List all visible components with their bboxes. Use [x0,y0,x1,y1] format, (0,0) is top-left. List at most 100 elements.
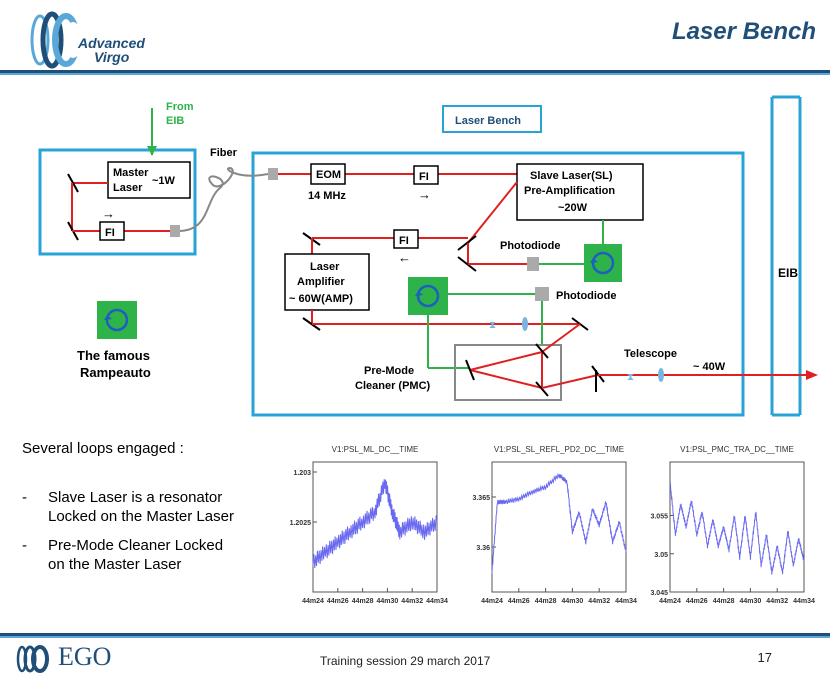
loop-cycle-icon [591,251,615,275]
loop-cycle-icon [416,284,440,308]
x-tick-label: 44m24 [481,598,503,605]
bullet-2-line-1: Pre-Mode Cleaner Locked [48,537,224,554]
plot-pmc-tra: V1:PSL_PMC_TRA_DC__TIME 44m24 44m26 44m28 44… [650,445,815,605]
plot-series-line [491,472,627,574]
logo-text-line2: Virgo [94,49,130,65]
fi-box-master [99,221,125,241]
advanced-virgo-logo: Advanced Virgo [18,8,178,70]
loop-cycle-icon [105,308,129,332]
x-tick-label: 44m34 [426,598,448,605]
slave-laser-label-3: ~20W [558,202,588,214]
bullet-1-line-1: Slave Laser is a resonator [48,489,223,506]
eib-label: EIB [778,266,798,280]
plot-frame [491,461,627,593]
bullet-1-line-2: Locked on the Master Laser [48,508,234,525]
plot-series-line [312,479,438,569]
slave-laser-box [516,163,644,221]
fi-label-eom: FI [419,171,429,183]
bullet-2: -Pre-Mode Cleaner Locked on the Master L… [22,537,224,573]
header-divider [0,70,830,73]
fi-arrow-master-icon: → [102,206,115,221]
fiber-cable [179,166,269,232]
x-tick-label: 44m32 [588,598,610,605]
lens-icon [522,317,528,331]
eom-box [310,163,346,185]
x-tick-label: 44m30 [377,598,399,605]
pmc-box [454,344,562,401]
amplifier-label-3: ~ 60W(AMP) [289,293,353,305]
fi-box-eom [413,165,439,185]
eom-label: EOM [316,169,341,181]
output-power-label: ~ 40W [693,361,726,373]
x-tick-label: 44m28 [535,598,557,605]
rampeauto-box [97,301,137,339]
y-tick-label: 3.365 [472,495,490,502]
fi-arrow-eom-icon: → [418,187,431,202]
x-tick-label: 44m26 [327,598,349,605]
x-tick-label: 44m26 [686,598,708,605]
photodiode-label-1: Photodiode [500,240,561,252]
ego-text: EGO [58,642,112,671]
logo-text: Advanced Virgo [78,36,145,64]
mirror [465,359,475,381]
laser-bench-label-box [442,105,542,133]
logo-text-line1: Advanced [78,35,145,51]
photodiode-2 [535,287,549,301]
x-tick-label: 44m30 [562,598,584,605]
plot-title: V1:PSL_ML_DC__TIME [332,445,419,454]
y-tick-label: 3.05 [654,552,668,559]
servo-loop-box-1 [584,244,622,282]
pmc-label-2: Cleaner (PMC) [355,380,431,392]
footer-divider-accent [0,636,830,638]
bench-enclosure [251,151,745,417]
plot-title: V1:PSL_PMC_TRA_DC__TIME [680,445,794,454]
eom-freq-label: 14 MHz [308,190,346,202]
pmc-beam [469,351,543,390]
footer-divider [0,633,830,636]
x-tick-label: 44m28 [713,598,735,605]
ego-swirl-icon [16,645,49,673]
master-laser-label-1: Master [113,167,149,179]
master-laser-enclosure [38,148,197,256]
telescope-lens-icon: ⧗ [627,372,634,383]
y-tick-label: 1.2025 [290,520,312,527]
fiber-label: Fiber [210,147,238,159]
photodiode-1 [527,257,539,271]
x-tick-label: 44m26 [508,598,530,605]
x-tick-label: 44m34 [793,598,815,605]
lens-icon: ⧗ [489,320,496,331]
amplifier-label-2: Amplifier [297,276,345,288]
mirror [457,256,477,272]
y-tick-label: 1.203 [293,470,311,477]
slave-laser-label-1: Slave Laser(SL) [530,170,613,182]
footer-text: Training session 29 march 2017 [320,654,491,668]
plot-series-line [669,481,805,575]
ego-logo: EGO [8,642,111,673]
bullet-2-line-2: on the Master Laser [48,556,182,573]
fi-label-master: FI [105,227,115,239]
telescope-lens-icon [658,368,664,382]
mirror [302,317,321,331]
mirror [535,381,549,397]
x-tick-label: 44m24 [659,598,681,605]
bullet-1: -Slave Laser is a resonator Locked on th… [22,489,234,525]
y-tick-label: 3.36 [476,545,490,552]
laser-bench-label: Laser Bench [455,115,521,127]
telescope-label: Telescope [624,348,677,360]
header-divider-accent [0,73,830,75]
master-laser-box [107,161,191,199]
x-tick-label: 44m24 [302,598,324,605]
fiber-coupler-in [170,225,180,237]
laser-bench-diagram: EIB From EIB Master Laser ~1W FI → Fiber… [38,95,818,417]
rampeauto-label-2: Rampeauto [80,365,151,380]
master-power-label: ~1W [152,175,176,187]
rampeauto-label-1: The famous [77,348,150,363]
page-number: 17 [757,650,772,665]
master-laser-label-2: Laser [113,182,143,194]
photodiode-label-2: Photodiode [556,290,617,302]
x-tick-label: 44m34 [615,598,637,605]
virgo-swirl-icon [30,11,82,69]
amplifier-label-1: Laser [310,261,340,273]
